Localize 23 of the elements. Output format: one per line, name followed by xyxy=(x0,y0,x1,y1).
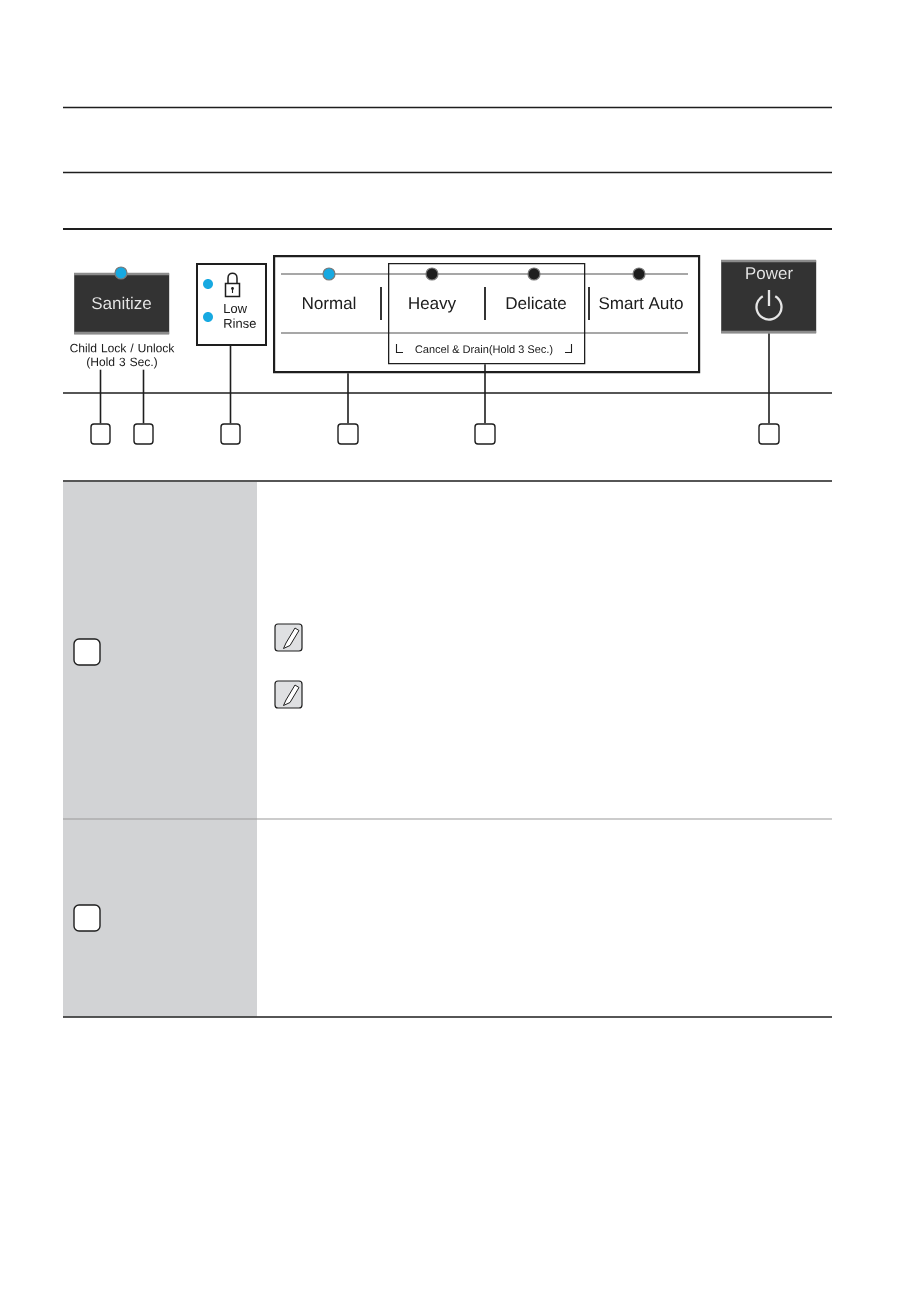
callout-box xyxy=(337,423,359,445)
leader-line xyxy=(99,368,102,425)
callout-box xyxy=(73,904,101,932)
hold-hint: Cancel & Drain(Hold 3 Sec.) xyxy=(415,345,553,356)
callout-box xyxy=(90,423,111,445)
cycle-label: Smart Auto xyxy=(599,297,683,310)
indicator-box: Low Rinse xyxy=(196,263,267,346)
callout-box xyxy=(220,423,241,445)
button: Sanitize xyxy=(74,272,170,335)
hint-label: Child Lock / Unlock (Hold 3 Sec.) xyxy=(70,343,175,369)
button: Power xyxy=(721,259,817,334)
leader-line xyxy=(347,372,349,425)
callout-box xyxy=(474,423,496,445)
cycle-label: Delicate xyxy=(506,296,566,310)
leader-line xyxy=(484,363,486,425)
callout-box xyxy=(133,423,154,445)
callout-box xyxy=(73,638,101,666)
leader-line xyxy=(229,345,232,425)
leader-line xyxy=(768,332,770,425)
cycle-label: Normal xyxy=(303,296,356,310)
leader-line xyxy=(142,368,145,425)
cycle-label: Heavy xyxy=(409,297,457,313)
callout-box xyxy=(758,423,780,445)
